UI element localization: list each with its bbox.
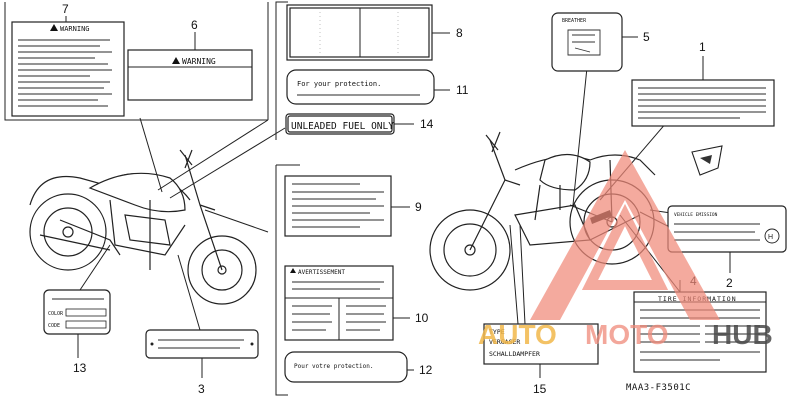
label-9: [284, 175, 392, 237]
vergaser-text: VERGASER: [489, 338, 520, 346]
unleaded-text: UNLEADED FUEL ONLY: [291, 121, 394, 132]
code-text: CODE: [48, 323, 60, 329]
protection-en-text: For your protection.: [297, 80, 381, 88]
label-11-protection: For your protection.: [286, 69, 435, 105]
color-text: COLOR: [48, 311, 64, 317]
label-3: [145, 329, 259, 359]
callout-10: 10: [415, 311, 429, 325]
label-12-protection-fr: Pour votre protection.: [284, 351, 408, 383]
warning-small-text: WARNING: [182, 57, 216, 66]
part-code: MAA3-F3501C: [626, 383, 691, 393]
vehicle-emission-text: VEHICLE EMISSION: [674, 212, 718, 218]
group-bracket-top-left: [4, 2, 268, 121]
watermark-logo: [530, 150, 720, 320]
callout-5: 5: [643, 30, 650, 44]
callout-9: 9: [415, 200, 422, 214]
schalldampfer-text: SCHALLDAMPFER: [489, 350, 540, 358]
callout-13: 13: [73, 361, 87, 375]
protection-fr-text: Pour votre protection.: [294, 363, 373, 370]
warning-big-text: WARNING: [60, 25, 90, 33]
callout-8: 8: [456, 26, 463, 40]
label-10-avertissement: AVERTISSEMENT: [284, 265, 394, 341]
label-2-vehicle-emission: VEHICLE EMISSION H: [667, 205, 787, 253]
watermark-auto: AUTO: [478, 319, 557, 350]
label-7-warning: WARNING: [11, 21, 125, 117]
label-5-breather: BREATHER: [551, 12, 623, 72]
callout-12: 12: [419, 363, 433, 377]
watermark-moto: MOTO: [585, 319, 668, 350]
callout-3: 3: [198, 382, 205, 396]
motorcycle-left: [29, 149, 257, 305]
callout-14: 14: [420, 117, 434, 131]
label-1: [631, 79, 775, 127]
label-8: [286, 4, 433, 61]
avertissement-text: AVERTISSEMENT: [298, 269, 345, 276]
callout-15: 15: [533, 382, 547, 396]
callout-7: 7: [62, 2, 69, 16]
callout-1: 1: [699, 40, 706, 54]
motorcycle-right: [429, 131, 656, 291]
watermark-hub: HUB: [712, 319, 773, 350]
callout-6: 6: [191, 18, 198, 32]
label-13-color-code: COLOR CODE: [43, 289, 111, 335]
breather-text: BREATHER: [562, 18, 587, 24]
group-bracket-right: [275, 1, 288, 396]
callout-11: 11: [456, 83, 469, 97]
label-14-unleaded: UNLEADED FUEL ONLY: [285, 113, 395, 135]
label-6-warning: WARNING: [127, 49, 253, 101]
type-text: TYPE: [489, 328, 505, 336]
label-15-type-vergaser: TYPE VERGASER SCHALLDAMPFER: [483, 323, 599, 365]
svg-text:H: H: [768, 234, 773, 241]
callout-2: 2: [726, 276, 733, 290]
